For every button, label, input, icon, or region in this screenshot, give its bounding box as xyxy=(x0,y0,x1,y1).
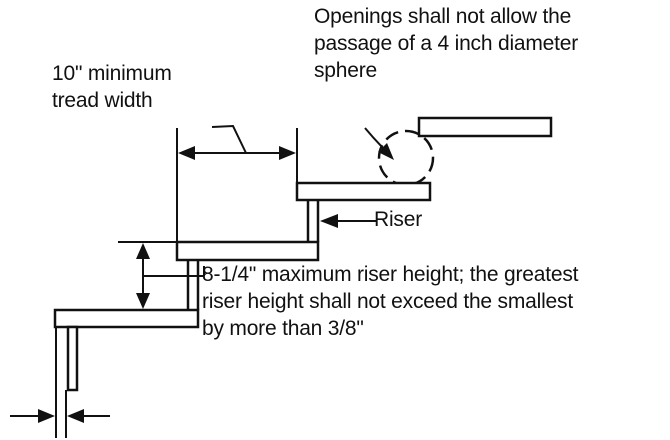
top-tread xyxy=(295,181,432,202)
bottom-tread xyxy=(53,308,200,329)
height-label-line-2: riser height shall not exceed the smalle… xyxy=(202,290,573,313)
riser-pointer-arrowhead xyxy=(320,214,338,228)
riser-label: Riser xyxy=(374,206,422,233)
riser-height-label: 8-1/4" maximum riser height; the greates… xyxy=(202,261,578,342)
post-dimension-arrow-right xyxy=(67,409,84,423)
middle-tread xyxy=(175,240,320,262)
tread-width-arrow-left xyxy=(178,146,195,160)
sphere-opening-label: Openings shall not allow the passage of … xyxy=(314,3,578,84)
landing-tread xyxy=(417,116,553,138)
tread-label-line-1: 10" minimum xyxy=(52,62,172,85)
riser-height-arrow-top xyxy=(136,243,150,259)
sphere-label-line-3: sphere xyxy=(314,59,378,82)
tread-width-label: 10" minimum tread width xyxy=(52,60,172,114)
support-post xyxy=(66,325,79,392)
tread-width-arrow-right xyxy=(279,146,296,160)
height-label-line-1: 8-1/4" maximum riser height; the greates… xyxy=(202,263,579,286)
tread-width-leader xyxy=(211,124,247,154)
height-label-line-3: by more than 3/8" xyxy=(202,317,364,340)
sphere-label-line-1: Openings shall not allow the xyxy=(314,5,572,28)
riser-label-text: Riser xyxy=(374,208,423,231)
post-dimension-arrow-left xyxy=(38,409,55,423)
sphere-pointer-arrowhead xyxy=(378,143,394,160)
sphere-circle xyxy=(377,129,435,187)
sphere-label-line-2: passage of a 4 inch diameter xyxy=(314,32,579,55)
riser-height-arrow-bottom xyxy=(136,293,150,309)
tread-label-line-2: tread width xyxy=(52,89,153,112)
